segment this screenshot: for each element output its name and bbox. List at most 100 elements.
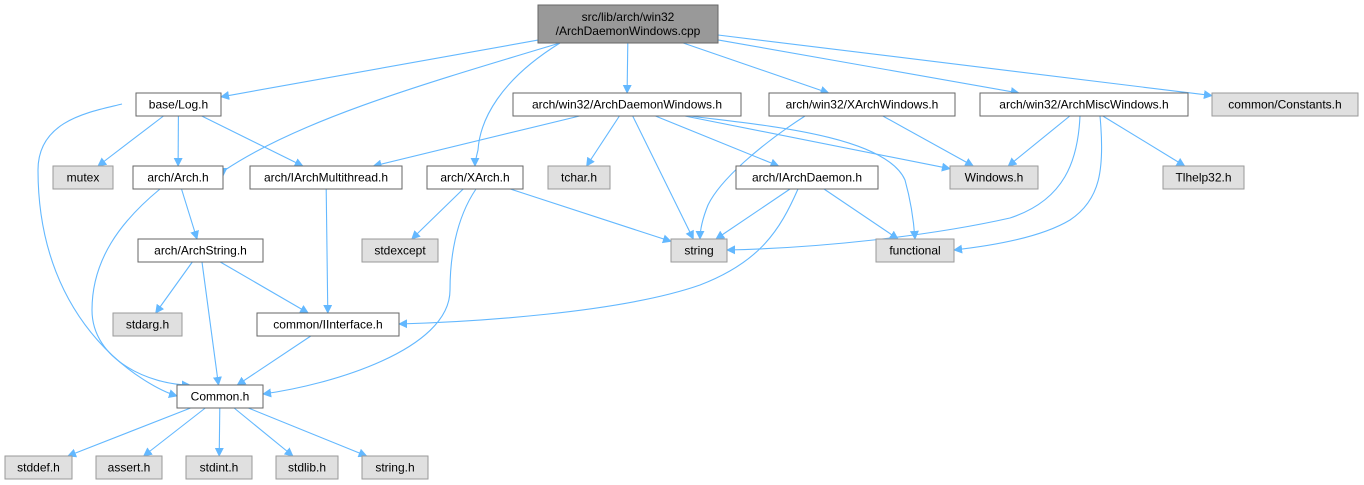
node-label: mutex (67, 171, 100, 185)
edge-xarch-to-common (262, 188, 477, 398)
node-label: arch/IArchMultithread.h (264, 171, 388, 185)
edge-root-to-log (220, 39, 539, 100)
node-box (132, 165, 224, 190)
node-box (537, 4, 719, 44)
node-label: functional (889, 244, 940, 258)
edge-common-to-stdint (214, 407, 224, 457)
edge-archstring-to-iinterface (220, 261, 309, 314)
edge-log-to-mutex (97, 115, 164, 167)
node-label: stdarg.h (126, 318, 169, 332)
node-box (1211, 92, 1359, 117)
edge-common-to-assert (142, 407, 206, 457)
node-string: string (670, 238, 728, 263)
node-label: tchar.h (561, 171, 597, 185)
node-box (95, 455, 163, 480)
node-idaemon[interactable]: arch/IArchDaemon.h (735, 165, 879, 190)
node-stdarg: stdarg.h (112, 312, 183, 337)
node-daemonwin[interactable]: arch/win32/ArchDaemonWindows.h (512, 92, 742, 117)
edge-arch-to-common (91, 188, 191, 390)
edge-root-to-constants (717, 34, 1213, 100)
node-box (275, 455, 339, 480)
node-label: /ArchDaemonWindows.cpp (556, 24, 701, 38)
node-label: arch/XArch.h (440, 171, 509, 185)
node-box (176, 384, 264, 409)
edge-common-to-stdlib (233, 407, 294, 457)
edge-common-to-stddef (67, 407, 191, 458)
node-miscwin[interactable]: arch/win32/ArchMiscWindows.h (979, 92, 1189, 117)
node-label: stdint.h (200, 461, 239, 475)
node-box (361, 455, 429, 480)
node-log[interactable]: base/Log.h (135, 92, 222, 117)
edge-xarch-to-string (510, 188, 672, 244)
edge-miscwin-to-tlhelp (1102, 115, 1186, 167)
edge-iinterface-to-common (236, 335, 312, 386)
edge-daemonwin-to-tchar (586, 115, 620, 167)
node-box (670, 238, 728, 263)
edge-idaemon-to-functional (823, 188, 899, 240)
node-label: arch/Arch.h (147, 171, 208, 185)
node-label: string.h (375, 461, 414, 475)
edge-daemonwin-to-functional (689, 115, 919, 240)
node-windows: Windows.h (949, 165, 1039, 190)
node-archstring[interactable]: arch/ArchString.h (137, 238, 264, 263)
node-assert: assert.h (95, 455, 163, 480)
node-xarchwin[interactable]: arch/win32/XArchWindows.h (768, 92, 956, 117)
edge-root-to-arch (218, 42, 561, 177)
edge-archstring-to-common (201, 261, 222, 386)
node-common[interactable]: Common.h (176, 384, 264, 409)
node-stdint: stdint.h (185, 455, 253, 480)
node-box (512, 92, 742, 117)
node-box (135, 92, 222, 117)
node-label: common/IInterface.h (273, 318, 382, 332)
edge-xarchwin-to-windows (882, 115, 974, 167)
dependency-edges (37, 34, 1213, 458)
node-label: string (684, 244, 713, 258)
edge-xarch-to-stdexcept (411, 188, 464, 240)
node-arch[interactable]: arch/Arch.h (132, 165, 224, 190)
edge-miscwin-to-functional (953, 115, 1103, 254)
node-box (768, 92, 956, 117)
node-label: stdexcept (374, 244, 426, 258)
node-box (426, 165, 524, 190)
node-root[interactable]: src/lib/arch/win32/ArchDaemonWindows.cpp (537, 4, 719, 44)
edge-idaemon-to-iinterface (398, 188, 799, 329)
node-label: stdlib.h (288, 461, 326, 475)
edge-xarchwin-to-string (695, 115, 806, 240)
node-label: arch/win32/XArchWindows.h (786, 98, 939, 112)
node-stdexcept: stdexcept (361, 238, 439, 263)
node-mutex: mutex (52, 165, 114, 190)
node-imt[interactable]: arch/IArchMultithread.h (249, 165, 403, 190)
node-box (979, 92, 1189, 117)
edge-miscwin-to-windows (1007, 115, 1071, 167)
node-label: arch/win32/ArchDaemonWindows.h (532, 98, 722, 112)
edge-miscwin-to-string (726, 115, 1081, 255)
node-label: arch/ArchString.h (154, 244, 247, 258)
edge-root-to-daemonwin (622, 42, 632, 94)
node-constants: common/Constants.h (1211, 92, 1359, 117)
node-box (52, 165, 114, 190)
edge-root-to-xarchwin (683, 42, 830, 95)
edge-daemonwin-to-idaemon (655, 115, 780, 168)
node-box (949, 165, 1039, 190)
node-box (256, 312, 400, 337)
node-xarch[interactable]: arch/XArch.h (426, 165, 524, 190)
node-label: Windows.h (965, 171, 1024, 185)
edge-archstring-to-stdarg (155, 261, 193, 314)
node-box (875, 238, 955, 263)
node-functional: functional (875, 238, 955, 263)
edge-log-to-common (37, 103, 178, 399)
node-label: Tlhelp32.h (1175, 171, 1231, 185)
node-iinterface[interactable]: common/IInterface.h (256, 312, 400, 337)
edge-daemonwin-to-imt (372, 115, 580, 169)
node-box (249, 165, 403, 190)
node-label: src/lib/arch/win32 (582, 10, 675, 24)
node-box (1162, 165, 1245, 190)
node-box (547, 165, 611, 190)
node-label: stddef.h (17, 461, 60, 475)
edge-root-to-xarch (470, 42, 561, 167)
edge-daemonwin-to-string (632, 115, 694, 240)
edge-common-to-stringh (248, 407, 368, 458)
node-box (112, 312, 183, 337)
node-box (185, 455, 253, 480)
